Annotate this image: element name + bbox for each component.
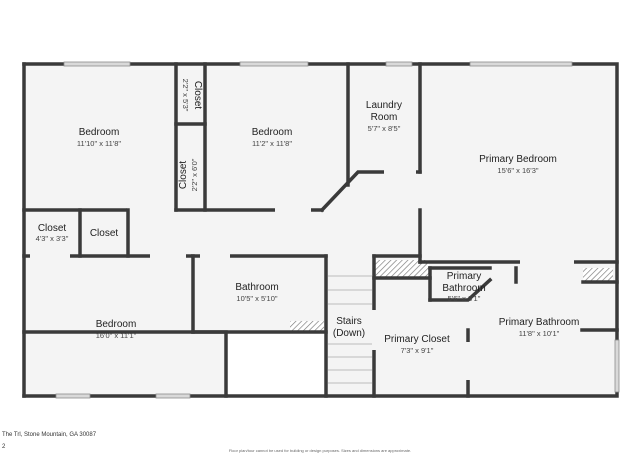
room-label-closet-w: Closet — [38, 223, 67, 234]
page-number: 2 — [2, 444, 6, 450]
room-dims-primary-bath-small: 5'6" x 3'1" — [448, 294, 481, 303]
room-dims-primary-closet: 7'3" x 9'1" — [401, 346, 434, 355]
disclaimer-text: Floor plan/tour cannot be used for build… — [228, 448, 412, 453]
room-dims-closet-v1: 2'2" x 5'3" — [181, 79, 190, 112]
room-dims-bedroom-nw: 11'10" x 11'8" — [77, 139, 122, 148]
room-label-primary-bath-small: Primary — [447, 271, 481, 282]
room-label-primary-bath-small-2: Bathroom — [442, 283, 485, 294]
room-label-bedroom-n: Bedroom — [252, 127, 293, 138]
room-dims-closet-v2: 2'2" x 6'0" — [190, 158, 199, 191]
windows — [55, 61, 620, 399]
stair-treads — [328, 275, 372, 384]
room-label-stairs-2: (Down) — [333, 328, 365, 339]
room-label-closet-hall: Closet — [90, 228, 119, 239]
room-dims-primary-bedroom: 15'6" x 16'3" — [497, 166, 538, 175]
room-label-primary-bathroom: Primary Bathroom — [499, 317, 580, 328]
room-dims-laundry: 5'7" x 8'5" — [368, 124, 401, 133]
room-dims-primary-bathroom: 11'8" x 10'1" — [519, 329, 560, 338]
room-label-laundry-2: Room — [371, 112, 398, 123]
room-label-bathroom: Bathroom — [235, 282, 278, 293]
door-openings — [30, 170, 574, 380]
hatched-storage-east — [583, 268, 613, 282]
room-label-closet-v2: Closet — [178, 161, 189, 190]
room-dims-bedroom-n: 11'2" x 11'8" — [252, 139, 292, 148]
room-dims-closet-w: 4'3" x 3'3" — [36, 234, 69, 243]
room-label-bedroom-sw: Bedroom — [96, 319, 137, 330]
address-text: The Trl, Stone Mountain, GA 30087 — [2, 432, 97, 438]
hatched-storage-stairs — [375, 260, 429, 277]
room-label-primary-closet: Primary Closet — [384, 334, 450, 345]
hatched-storage-bath — [290, 321, 324, 331]
room-label-stairs: Stairs — [336, 316, 362, 327]
room-label-laundry: Laundry — [366, 100, 402, 111]
room-dims-bedroom-sw: 16'0" x 11'1" — [96, 331, 137, 340]
room-label-closet-v1: Closet — [192, 81, 203, 110]
room-label-bedroom-nw: Bedroom — [79, 127, 120, 138]
room-label-primary-bedroom: Primary Bedroom — [479, 154, 557, 165]
room-dims-bathroom: 10'5" x 5'10" — [236, 294, 277, 303]
